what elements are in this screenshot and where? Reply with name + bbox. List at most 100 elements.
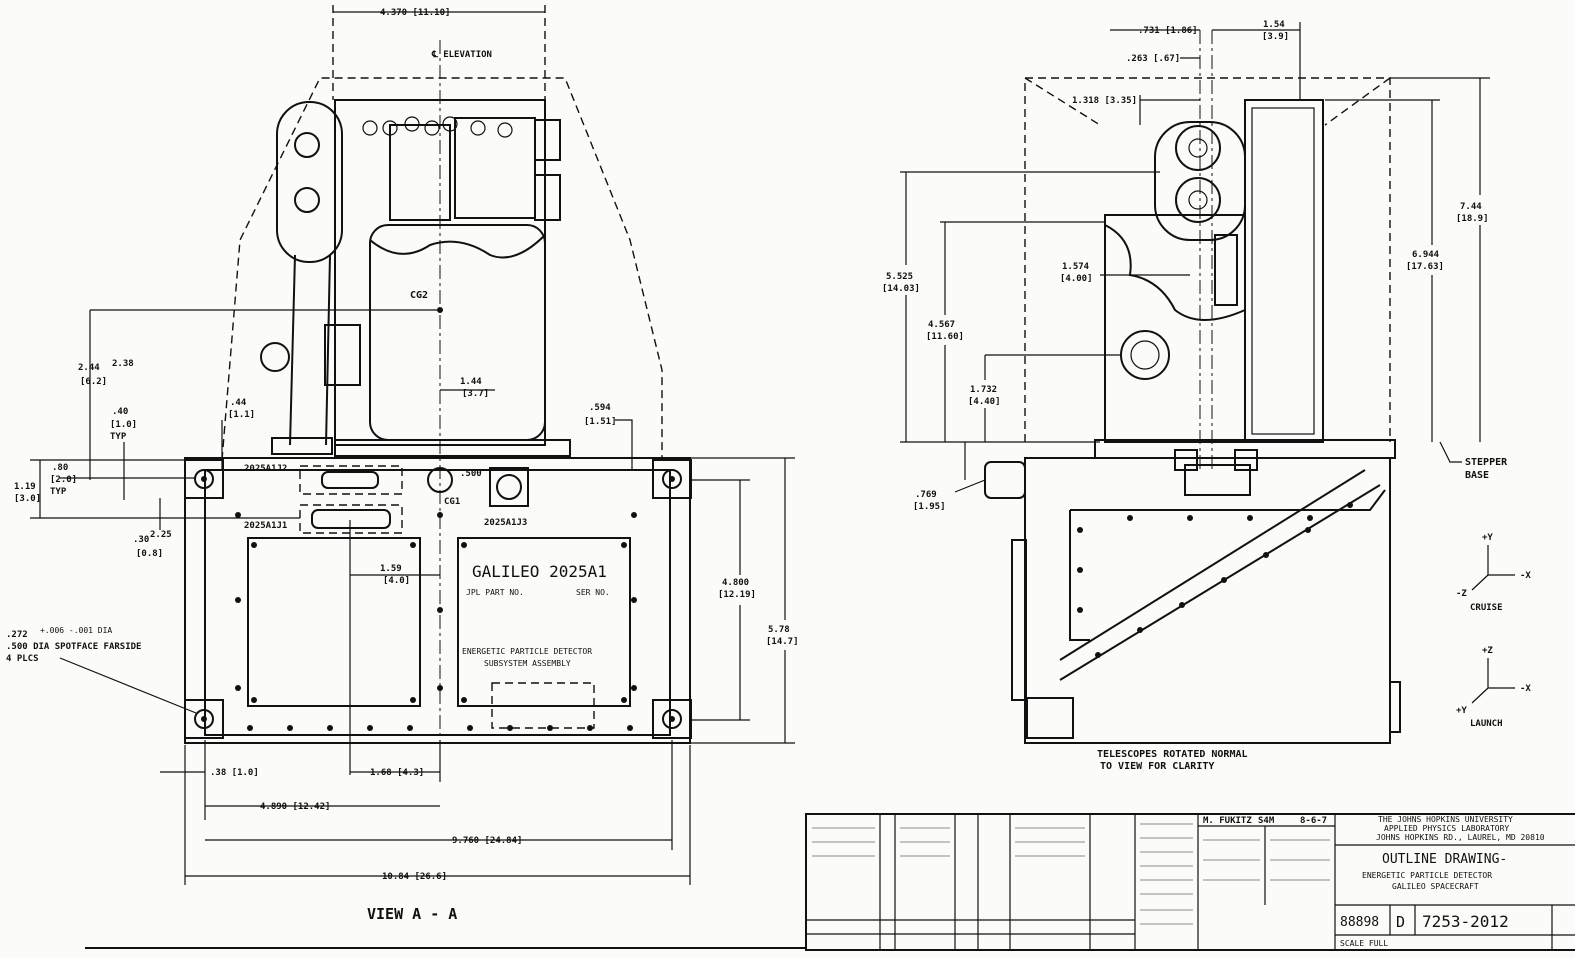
hole-note-tol: +.006 -.001 DIA [40,626,112,635]
title-block: M. FUKITZ S4M 8-6-7 THE JOHNS HOPKINS UN… [805,813,1575,951]
connector-j2-label: 2025A1J2 [244,464,287,474]
dim-44-metric: [1.1] [228,410,255,420]
dim-40: .40 [112,407,128,417]
connector-j2 [321,471,379,489]
dim-500: .500 [460,469,482,479]
cg1-label: CG1 [444,497,460,507]
dim-5525-metric: [14.03] [882,284,920,294]
name-plate-panel [457,537,631,707]
dim-769-metric: [1.95] [913,502,946,512]
dim-159-metric: [4.0] [383,576,410,586]
dim-154-metric: [3.9] [1262,32,1289,42]
cruise-label: CRUISE [1470,603,1503,613]
axis-plus-y: +Y [1482,533,1493,543]
telescope-cms [1175,177,1221,223]
cg2-label: CG2 [410,290,428,301]
dim-594-metric: [1.51] [584,417,617,427]
axis-plus-z: +Z [1482,646,1493,656]
dim-144-metric: [3.7] [462,389,489,399]
cruise-axes: +Y -X -Z CRUISE [1456,533,1531,613]
view-a-a: 4.370 [11.10] ℄ ELEVATION CG2 [6,5,799,923]
dim-80: .80 [52,463,68,473]
launch-axes: +Z -X +Y LAUNCH [1456,646,1531,729]
dim-40-metric: [1.0] [110,420,137,430]
stepper-label-2: BASE [1465,470,1489,481]
dim-119: 1.19 [14,482,36,492]
cage-code: 88898 [1340,915,1379,930]
title-line-2: ENERGETIC PARTICLE DETECTOR [1362,871,1492,880]
drawn-by: M. FUKITZ [1203,816,1252,826]
dim-244-metric: [6.2] [80,377,107,387]
dim-1732: 1.732 [970,385,997,395]
dim-38: .38 [1.0] [210,768,259,778]
cg1-fitting [427,467,453,493]
dim-80-metric: [2.0] [50,475,77,485]
dim-263: .263 [.67] [1126,54,1180,64]
fitting [984,461,1026,499]
dim-4800-metric: [12.19] [718,590,756,600]
plate-desc-1: ENERGETIC PARTICLE DETECTOR [462,647,592,656]
dim-154: 1.54 [1263,20,1285,30]
dim-9760: 9.760 [24.84] [452,836,522,846]
axis-plus-y-launch: +Y [1456,706,1467,716]
title-line-1: OUTLINE DRAWING- [1382,852,1507,867]
hole-note-dia: .272 [6,630,28,640]
note-line-2: TO VIEW FOR CLARITY [1100,761,1214,772]
dim-1732-metric: [4.40] [968,397,1001,407]
scale: SCALE FULL [1340,939,1388,948]
dim-6944-metric: [17.63] [1406,262,1444,272]
telescope-head [454,117,536,219]
plate-desc-2: SUBSYSTEM ASSEMBLY [484,659,571,668]
dim-225: 2.25 [150,530,172,540]
view-label: VIEW A - A [367,905,457,923]
dim-578-metric: [14.7] [766,637,799,647]
note-line-1: TELESCOPES ROTATED NORMAL [1097,749,1248,760]
stepper-motor [1120,330,1170,380]
connector-j1-label: 2025A1J1 [244,521,287,531]
mounting-lugs [184,459,692,739]
connector-j3-label: 2025A1J3 [484,518,527,528]
base-plate [184,457,691,744]
axis-minus-z: -Z [1456,589,1467,599]
corner-bracket [1026,697,1074,739]
dim-4370: 4.370 [11.10] [380,8,450,18]
dim-144: 1.44 [460,377,482,387]
axis-minus-x-launch: -X [1520,684,1531,694]
org-line-3: JOHNS HOPKINS RD., LAUREL, MD 20810 [1376,833,1545,842]
dim-4800: 4.800 [722,578,749,588]
electronics-box [369,224,546,441]
plate-part-no: JPL PART NO. [466,588,524,597]
dim-744-metric: [18.9] [1456,214,1489,224]
dim-1318: 1.318 [3.35] [1072,96,1137,106]
org-line-2: APPLIED PHYSICS LABORATORY [1384,824,1509,833]
connector-j1 [311,509,391,529]
org-line-1: THE JOHNS HOPKINS UNIVERSITY [1378,815,1513,824]
dim-1084: 10.84 [26.6] [382,872,447,882]
initials: S4M [1258,816,1275,826]
date: 8-6-7 [1300,816,1327,826]
plate-title: GALILEO 2025A1 [472,562,607,581]
dim-744: 7.44 [1460,202,1482,212]
lower-box [1024,457,1391,744]
dim-4890: 4.890 [12.42] [260,802,330,812]
dim-769: .769 [915,490,937,500]
stepper-label-1: STEPPER [1465,457,1508,468]
electronics-stack [1244,99,1324,443]
telescope-arm [276,101,343,263]
axis-minus-x: -X [1520,571,1531,581]
dim-119-metric: [3.0] [14,494,41,504]
launch-label: LAUNCH [1470,719,1503,729]
dim-1574: 1.574 [1062,262,1090,272]
dim-40-typ: TYP [110,432,127,442]
left-cover-panel [247,537,421,707]
side-view: .731 [1.86] 1.54 [3.9] .263 [.67] 1.318 … [882,20,1531,772]
panel-screws [235,512,637,731]
dim-44: .44 [230,398,247,408]
connector-j3 [489,467,529,507]
dim-5525: 5.525 [886,272,913,282]
plate-ser-no: SER NO. [576,588,610,597]
dim-159: 1.59 [380,564,402,574]
dim-731: .731 [1.86] [1138,26,1198,36]
dim-6944: 6.944 [1412,250,1440,260]
